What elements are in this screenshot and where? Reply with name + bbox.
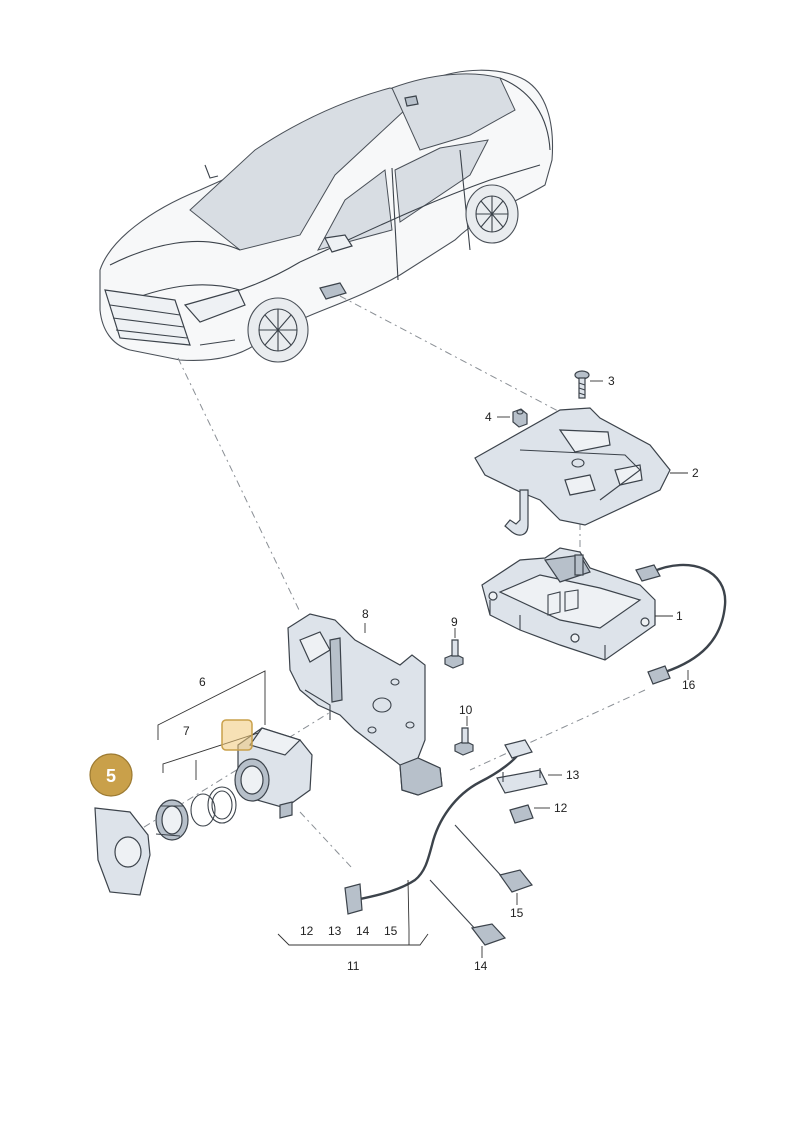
callout-2: 2 bbox=[692, 466, 699, 480]
cable-tie bbox=[454, 824, 533, 893]
control-unit bbox=[481, 547, 656, 661]
retaining-ring bbox=[207, 786, 237, 824]
callout-8: 8 bbox=[362, 607, 369, 621]
lens-ring bbox=[155, 799, 189, 841]
highlight-box bbox=[221, 719, 253, 751]
trim-cover bbox=[94, 807, 151, 896]
wiring-harness bbox=[344, 739, 533, 915]
sensor-unit bbox=[234, 727, 313, 819]
group-label-15: 15 bbox=[384, 924, 398, 938]
callout-1: 1 bbox=[676, 609, 683, 623]
callout-10: 10 bbox=[459, 703, 473, 717]
holder-clip bbox=[496, 768, 548, 794]
callout-9: 9 bbox=[451, 615, 458, 629]
cable-tie bbox=[429, 879, 507, 946]
rear-wheel bbox=[465, 184, 519, 244]
group-label-13: 13 bbox=[328, 924, 342, 938]
screw bbox=[454, 727, 474, 756]
callout-16: 16 bbox=[682, 678, 696, 692]
bolt bbox=[574, 370, 590, 399]
vehicle-illustration bbox=[99, 69, 554, 363]
antenna-cable bbox=[635, 563, 727, 685]
small-clip bbox=[509, 804, 534, 824]
highlight-badge[interactable]: 5 bbox=[89, 753, 133, 797]
callout-5: 5 bbox=[106, 766, 116, 786]
callout-11: 11 bbox=[347, 959, 360, 973]
callout-13: 13 bbox=[566, 768, 580, 782]
assembly-lines bbox=[114, 295, 646, 869]
callout-6: 6 bbox=[199, 675, 206, 689]
callout-7: 7 bbox=[183, 724, 190, 738]
callout-15: 15 bbox=[510, 906, 524, 920]
seal-ring bbox=[190, 793, 216, 827]
callout-3: 3 bbox=[608, 374, 615, 388]
group-label-14: 14 bbox=[356, 924, 370, 938]
sensor-mounting-plate bbox=[287, 613, 443, 796]
nut bbox=[512, 408, 528, 428]
group-label-12: 12 bbox=[300, 924, 314, 938]
front-wheel bbox=[247, 297, 309, 363]
mounting-bracket bbox=[474, 407, 671, 536]
callout-labels: 1 2 3 4 6 7 8 9 10 11 12 13 14 15 16 12 … bbox=[183, 374, 699, 973]
callout-4: 4 bbox=[485, 410, 492, 424]
screw bbox=[444, 639, 464, 669]
callout-12: 12 bbox=[554, 801, 568, 815]
callout-14: 14 bbox=[474, 959, 488, 973]
